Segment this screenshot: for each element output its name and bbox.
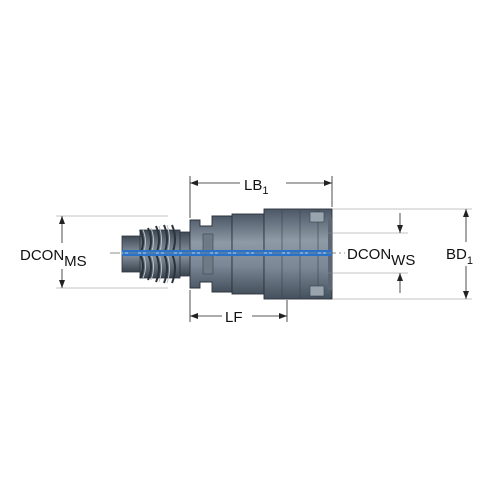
label-dcon-ms: DCONMS: [18, 243, 106, 270]
bd-main: BD: [446, 246, 467, 263]
svg-text:LB1: LB1: [244, 177, 268, 197]
label-lb: LB1: [240, 172, 286, 197]
svg-text:DCONMS: DCONMS: [20, 247, 87, 270]
dcon-ws-main: DCON: [347, 246, 391, 263]
bd-sub: 1: [467, 255, 473, 267]
arrowheads: [59, 180, 469, 319]
dcon-ms-main: DCON: [20, 247, 64, 264]
label-lf: LF: [222, 306, 252, 326]
label-bd: BD1: [444, 242, 484, 267]
dcon-ms-sub: MS: [64, 253, 87, 270]
lf-main: LF: [225, 309, 243, 326]
label-dcon-ws: DCONWS: [347, 246, 415, 269]
lb-sub: 1: [262, 185, 268, 197]
svg-text:BD1: BD1: [446, 246, 473, 267]
svg-text:DCONWS: DCONWS: [347, 246, 415, 269]
dcon-ws-sub: WS: [391, 252, 415, 269]
lb-main: LB: [244, 177, 262, 194]
tool-body: [110, 208, 345, 300]
